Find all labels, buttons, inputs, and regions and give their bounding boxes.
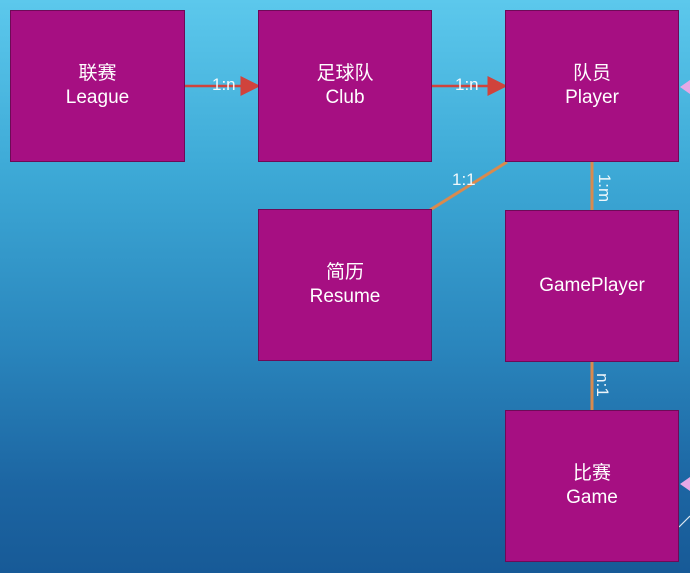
player-resume-line bbox=[429, 160, 508, 212]
game-right-edge-marker bbox=[680, 477, 690, 491]
club-en-label: Club bbox=[325, 87, 365, 108]
gameplayer-game-cardinality: n:1 bbox=[592, 373, 612, 397]
league-entity[interactable]: 联赛 League bbox=[10, 10, 185, 162]
league-club-cardinality: 1:n bbox=[212, 75, 236, 94]
club-entity[interactable]: 足球队 Club bbox=[258, 10, 432, 162]
league-en-label: League bbox=[65, 87, 130, 108]
game-zh-label: 比赛 bbox=[572, 463, 611, 484]
player-en-label: Player bbox=[565, 87, 619, 108]
gameplayer-entity[interactable]: GamePlayer bbox=[505, 210, 679, 362]
resume-zh-label: 简历 bbox=[325, 262, 364, 283]
player-zh-label: 队员 bbox=[572, 63, 611, 84]
resume-entity[interactable]: 简历 Resume bbox=[258, 209, 432, 361]
game-en-label: Game bbox=[566, 487, 618, 508]
resume-en-label: Resume bbox=[309, 286, 381, 307]
player-resume-cardinality: 1:1 bbox=[452, 170, 476, 189]
game-offscreen-line bbox=[678, 515, 690, 528]
club-zh-label: 足球队 bbox=[316, 63, 374, 84]
gameplayer-en-label: GamePlayer bbox=[539, 275, 645, 296]
club-player-cardinality: 1:n bbox=[455, 75, 479, 94]
player-gameplayer-cardinality: 1:m bbox=[595, 173, 615, 203]
player-entity[interactable]: 队员 Player bbox=[505, 10, 679, 162]
player-right-edge-marker bbox=[680, 80, 690, 94]
league-zh-label: 联赛 bbox=[78, 63, 117, 84]
game-entity[interactable]: 比赛 Game bbox=[505, 410, 679, 562]
